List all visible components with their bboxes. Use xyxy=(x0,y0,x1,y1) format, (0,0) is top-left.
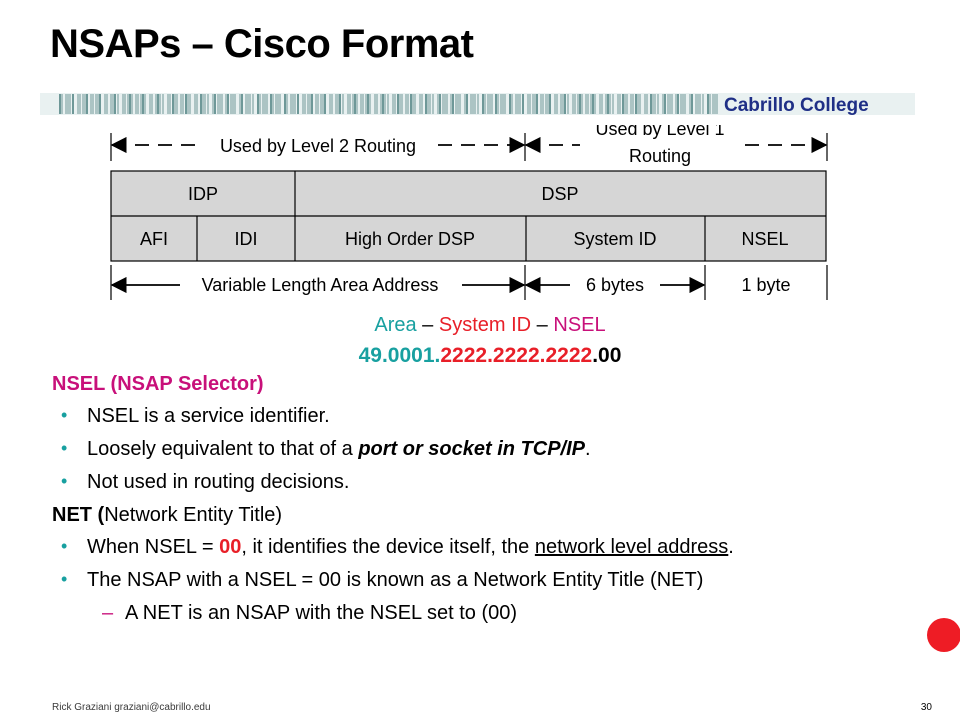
example-nsap-address: 49.0001.2222.2222.2222.00 xyxy=(0,344,960,368)
cell-nsel: NSEL xyxy=(741,229,788,249)
caption-system-id: System ID xyxy=(438,314,532,336)
network-level-address-link: network level address xyxy=(534,536,729,558)
cell-idp: IDP xyxy=(188,184,218,204)
example-system-id: 2222.2222.2222 xyxy=(440,344,593,367)
red-circle-marker xyxy=(927,618,960,652)
six-bytes-label: 6 bytes xyxy=(586,275,644,295)
cell-system-id: System ID xyxy=(573,229,656,249)
nsap-format-diagram: Used by Level 2 Routing Used by Level 1 … xyxy=(110,125,828,300)
cell-afi: AFI xyxy=(140,229,168,249)
bullet-item: • Not used in routing decisions. xyxy=(61,471,350,493)
level1-routing-label-line1: Used by Level 1 xyxy=(595,125,724,139)
bullet-item: • When NSEL = 00, it identifies the devi… xyxy=(61,536,734,558)
level1-routing-label-line2: Routing xyxy=(629,146,691,166)
bullet-item: • The NSAP with a NSEL = 00 is known as … xyxy=(61,569,704,591)
bullet-dot-icon: • xyxy=(61,471,68,491)
header-banner xyxy=(40,90,915,118)
slide-title: NSAPs – Cisco Format xyxy=(50,22,474,66)
cell-dsp: DSP xyxy=(541,184,578,204)
bullet-item: • NSEL is a service identifier. xyxy=(61,405,330,427)
caption-area: Area xyxy=(374,314,417,336)
bullet-dot-icon: • xyxy=(61,405,68,425)
dash-icon: – xyxy=(102,602,114,624)
bullet-dot-icon: • xyxy=(61,438,68,458)
net-heading: NET (Network Entity Title) xyxy=(52,504,283,526)
cell-idi: IDI xyxy=(234,229,257,249)
bullet-dot-icon: • xyxy=(61,569,68,589)
slide-body: NSEL (NSAP Selector) • NSEL is a service… xyxy=(52,370,932,625)
nsel-heading: NSEL (NSAP Selector) xyxy=(52,373,264,395)
one-byte-label: 1 byte xyxy=(741,275,790,295)
address-field-caption: Area – System ID – NSEL xyxy=(374,314,606,336)
cell-high-order-dsp: High Order DSP xyxy=(345,229,475,249)
bullet-item: • Loosely equivalent to that of a port o… xyxy=(61,438,591,460)
bullet-dot-icon: • xyxy=(61,536,68,556)
level2-routing-label: Used by Level 2 Routing xyxy=(220,136,416,156)
sub-bullet-item: – A NET is an NSAP with the NSEL set to … xyxy=(102,602,518,624)
page-number: 30 xyxy=(920,702,932,713)
footer-author: Rick Graziani graziani@cabrillo.edu xyxy=(52,702,211,713)
caption-nsel: NSEL xyxy=(553,314,606,336)
example-area: 49.0001. xyxy=(358,344,441,367)
example-nsel: .00 xyxy=(592,344,622,367)
cabrillo-college-logo: Cabrillo College xyxy=(724,95,869,116)
area-address-label: Variable Length Area Address xyxy=(202,275,439,295)
